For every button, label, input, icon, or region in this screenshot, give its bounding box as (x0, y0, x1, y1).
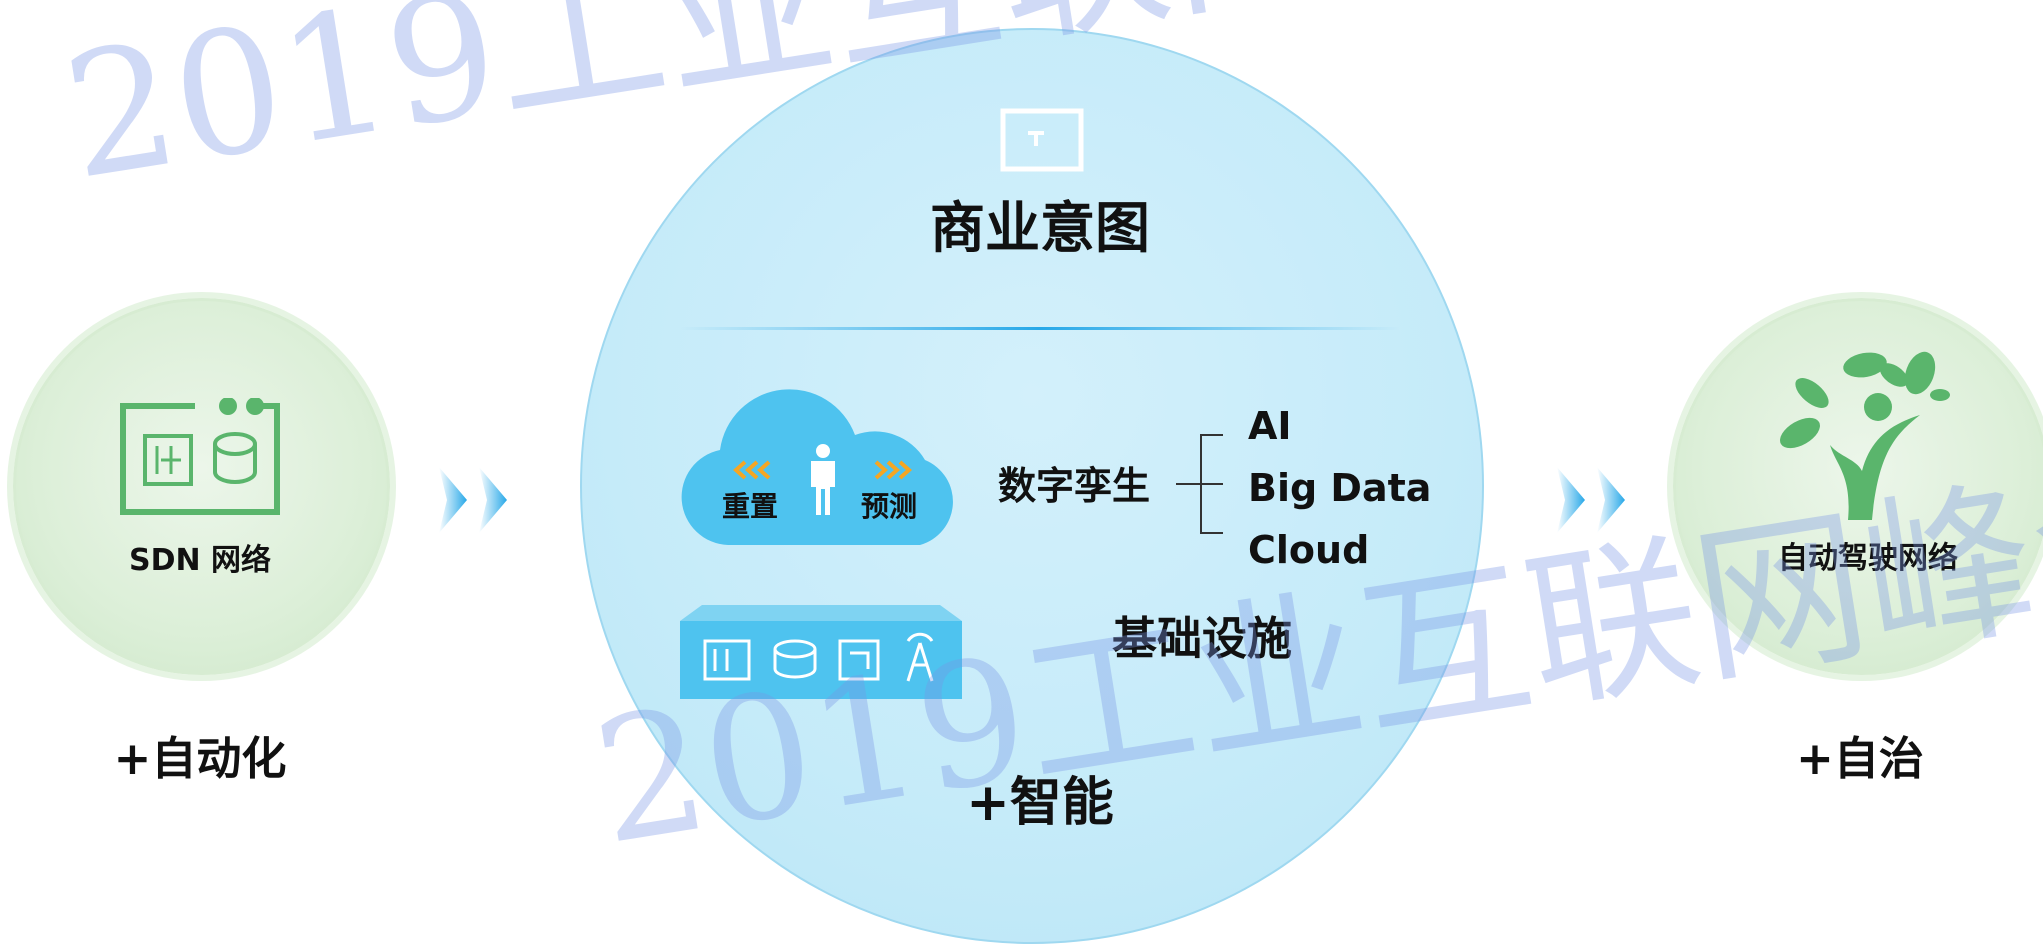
reset-label: 重置 (721, 490, 778, 523)
infrastructure-label: 基础设施 (1112, 612, 1293, 665)
right-chevrons-icon (1557, 467, 1625, 533)
predict-label: 预测 (860, 490, 917, 523)
left-chevrons-icon (439, 467, 507, 533)
intelligence-label: +智能 (966, 773, 1114, 833)
tree-person-icon (1780, 351, 1950, 520)
tech-item-cloud: Cloud (1248, 528, 1370, 572)
tech-list: AI Big Data Cloud (1248, 404, 1431, 590)
business-intent-label: 商业意图 (929, 196, 1150, 260)
infrastructure-box (680, 605, 962, 699)
automation-label: +自动化 (113, 732, 287, 785)
digital-twin-label: 数字孪生 (998, 464, 1151, 508)
tech-item-ai: AI (1248, 404, 1292, 448)
person-icon (811, 444, 835, 515)
autonomous-label: 自动驾驶网络 (1778, 541, 1958, 576)
reset-arrows-icon (733, 460, 771, 480)
bracket-connector (1176, 434, 1223, 534)
sdn-label: SDN 网络 (128, 543, 272, 578)
tech-item-bigdata: Big Data (1248, 466, 1432, 510)
autonomy-label: +自治 (1796, 732, 1924, 785)
intent-icon (1000, 108, 1084, 172)
sdn-network-icon (120, 398, 280, 515)
predict-arrows-icon (874, 460, 912, 480)
sdn-circle (13, 298, 390, 675)
divider-line (680, 327, 1400, 330)
